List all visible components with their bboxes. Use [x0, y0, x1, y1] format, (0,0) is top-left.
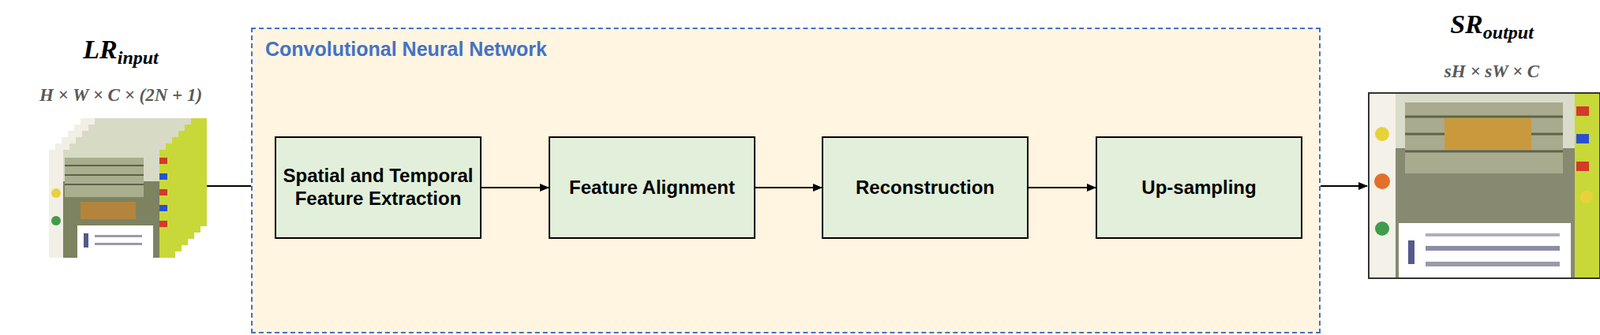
title-main: LR: [82, 34, 117, 64]
illustration-part: [1576, 134, 1589, 144]
dimension-label: H × W × C × (2N + 1): [39, 85, 203, 106]
process-box: Up-sampling: [1095, 136, 1303, 240]
illustration-part: [1574, 93, 1600, 279]
box-label: Up-sampling: [1141, 176, 1256, 200]
illustration-part: [1374, 173, 1391, 190]
flow-arrow: [755, 187, 822, 189]
dimension-text: H × W × C × (2N + 1): [39, 85, 203, 105]
process-box: Reconstruction: [821, 136, 1029, 240]
box-label: Feature Alignment: [569, 176, 735, 200]
image-title: SRoutput: [1450, 9, 1534, 44]
box-label: Reconstruction: [855, 176, 995, 200]
flow-arrow: [1028, 187, 1096, 189]
illustration-part: [1405, 116, 1563, 119]
illustration-part: [1576, 161, 1589, 172]
illustration-part: [1576, 106, 1589, 117]
illustration-part: [1405, 150, 1563, 154]
illustration-part: [1444, 118, 1532, 150]
illustration-part: [1405, 102, 1563, 174]
illustration-part: [1408, 240, 1415, 265]
dimension-label: sH × sW × C: [1444, 61, 1540, 83]
illustration-part: [1368, 93, 1600, 279]
illustration-part: [1368, 93, 1396, 279]
illustration-part: [1368, 93, 1600, 279]
illustration-part: [1425, 262, 1560, 267]
flow-arrow: [481, 187, 549, 189]
illustration-part: [1580, 191, 1593, 204]
title-subscript: input: [117, 47, 159, 68]
title-subscript: output: [1483, 22, 1534, 43]
image-title: LRinput: [82, 34, 158, 69]
illustration-part: [1375, 127, 1390, 142]
illustration-part: [48, 149, 176, 259]
process-box: Spatial and Temporal Feature Extraction: [274, 136, 482, 240]
illustration-part: [1375, 221, 1390, 237]
title-main: SR: [1450, 9, 1484, 39]
dimension-text: sH × sW × C: [1444, 61, 1540, 82]
box-label: Spatial and Temporal Feature Extraction: [282, 164, 474, 211]
input-frames: [48, 118, 207, 259]
illustration-part: [1398, 223, 1571, 279]
region-heading: Convolutional Neural Network: [265, 37, 548, 61]
output-image: [1368, 93, 1600, 279]
illustration-part: [1425, 233, 1560, 237]
network-region: Convolutional Neural NetworkSpatial and …: [251, 27, 1321, 334]
illustration-part: [1425, 246, 1560, 252]
process-box: Feature Alignment: [548, 136, 756, 240]
